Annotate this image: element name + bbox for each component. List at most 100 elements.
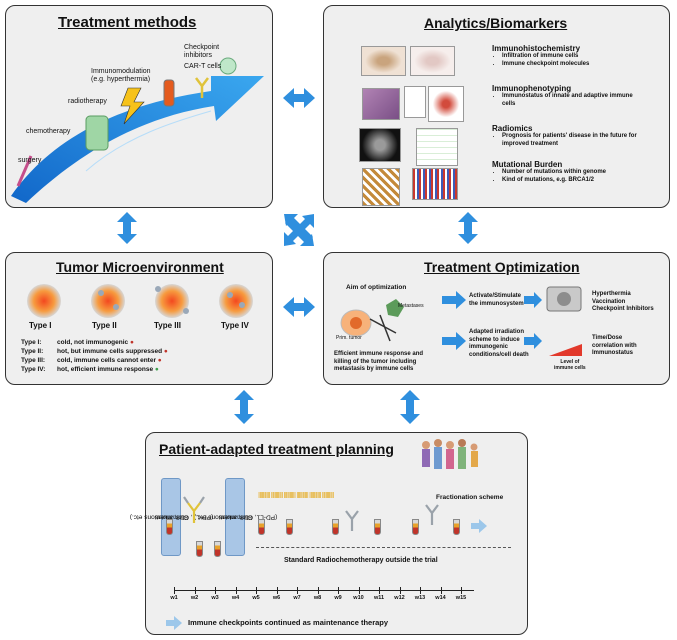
timeline-axis bbox=[174, 590, 474, 591]
patients-group-icon bbox=[422, 439, 478, 469]
timeline-tick bbox=[256, 587, 257, 594]
blood-tube-icon bbox=[258, 519, 265, 535]
timedose-text: Time/Dose correlation with Immunostatus bbox=[592, 335, 637, 358]
week-label: w8 bbox=[313, 595, 322, 601]
desc-3-text: cold, immune cells cannot enter bbox=[57, 357, 156, 364]
adapted-line-3: immunogenic bbox=[469, 344, 509, 350]
optimization-graphic bbox=[340, 286, 582, 356]
blood-tube-icon bbox=[453, 519, 460, 535]
week-label: w15 bbox=[455, 595, 467, 601]
timeline-tick bbox=[194, 587, 196, 594]
level-line-2: immune cells bbox=[554, 365, 586, 371]
tumor-descriptions: Type I:cold, not immunogenic ● Type II:h… bbox=[21, 338, 168, 374]
chemo-bag-icon bbox=[85, 115, 109, 151]
blood-tube-icon bbox=[214, 541, 221, 557]
ihc-bullet-1: Infiltration of immune cells bbox=[502, 53, 667, 61]
mutational-bullet-1: Number of mutations within genome bbox=[502, 169, 667, 177]
activate-line-2: the immunosystem bbox=[469, 300, 524, 307]
week-label: w2 bbox=[190, 595, 199, 601]
dna-image bbox=[362, 168, 400, 206]
radiotherapy-label: radiotherapy bbox=[68, 98, 107, 105]
planning-title: Patient-adapted treatment planning bbox=[159, 441, 394, 457]
desc-3-label: Type III: bbox=[21, 357, 46, 364]
activate-line-1: Activate/Stimulate bbox=[469, 293, 522, 299]
activate-text: Activate/Stimulate the immunosystem bbox=[469, 293, 524, 308]
timeline-tick bbox=[276, 587, 278, 594]
mutational-heading: Mutational Burden bbox=[492, 160, 563, 169]
analytics-title: Analytics/Biomarkers bbox=[424, 15, 568, 31]
desc-2-text: hot, but immune cells suppressed bbox=[57, 348, 163, 355]
radiomics-ct-image bbox=[359, 128, 401, 162]
blood-tube-icon bbox=[374, 519, 381, 535]
blood-tube-icon bbox=[196, 541, 203, 557]
timeline-tick bbox=[215, 587, 216, 594]
week-label: w12 bbox=[394, 595, 405, 601]
week-label: w10 bbox=[353, 595, 364, 601]
hyper-line-1: Hyperthermia bbox=[592, 291, 631, 297]
hyper-line-2: Vaccination bbox=[592, 298, 626, 305]
week-label: w3 bbox=[211, 595, 219, 601]
hyperthermia-tube-icon bbox=[163, 79, 175, 107]
blood-tube-icon bbox=[332, 519, 339, 535]
fractionation-row-1: ǁǁǁǁǁ ǁǁǁǁǁ ǁǁǁǁǁ ǁǁǁǁǁ ǁǁǁǁǁ ǁǁǁǁǁ bbox=[258, 491, 334, 500]
tumor-type-1-icon bbox=[27, 284, 61, 318]
analytics-text-block: Immunohistochemistry Infiltration of imm… bbox=[492, 44, 667, 184]
efficient-line-2: killing of the tumor including bbox=[334, 358, 417, 365]
adapted-line-1: Adapted irradiation bbox=[469, 329, 525, 335]
double-arrow-right-lower bbox=[400, 390, 420, 424]
week-label: w5 bbox=[252, 595, 260, 601]
week-label: w1 bbox=[170, 595, 178, 601]
blood-tube-icon bbox=[412, 519, 419, 535]
type-4-label: Type IV bbox=[221, 321, 249, 330]
fractionation-label: Fractionation scheme bbox=[436, 494, 504, 501]
week-label: w13 bbox=[414, 595, 426, 601]
type-1-label: Type I bbox=[29, 321, 52, 330]
dashed-line bbox=[256, 547, 511, 548]
timeline-tick bbox=[338, 587, 339, 594]
timeline-tick bbox=[297, 587, 298, 594]
adapted-text: Adapted irradiation scheme to induce imm… bbox=[469, 329, 529, 359]
sad-icon: ● bbox=[157, 357, 162, 364]
tumor-type-3-icon bbox=[155, 284, 189, 318]
week-label: w4 bbox=[231, 595, 240, 601]
week-label: w9 bbox=[334, 595, 342, 601]
timeline-tick bbox=[317, 587, 319, 594]
radiomics-plot-image bbox=[416, 128, 458, 166]
maintenance-label: Immune checkpoints continued as maintena… bbox=[188, 618, 389, 627]
desc-4-label: Type IV: bbox=[21, 366, 46, 373]
level-line-1: Level of bbox=[560, 359, 580, 365]
phenotyping-image-2 bbox=[404, 86, 426, 118]
chemotherapy-label: chemotherapy bbox=[26, 128, 71, 135]
timeline-tick bbox=[440, 587, 442, 594]
week-label: w6 bbox=[272, 595, 281, 601]
timeline-tick bbox=[420, 587, 421, 594]
double-arrow-left-lower bbox=[234, 390, 254, 424]
blood-tube-icon bbox=[286, 519, 293, 535]
timeline-tick bbox=[174, 587, 175, 594]
maintenance-legend-arrow bbox=[166, 616, 182, 630]
desc-2-label: Type II: bbox=[21, 348, 44, 355]
ihc-heading: Immunohistochemistry bbox=[492, 44, 581, 53]
timedose-line-2: correlation with bbox=[592, 342, 637, 349]
double-arrow-top bbox=[283, 88, 315, 108]
standard-label: Standard Radiochemotherapy outside the t… bbox=[284, 557, 438, 564]
efficient-line-3: metastasis by immune cells bbox=[334, 366, 414, 372]
efficient-text: Efficient immune response and killing of… bbox=[334, 351, 444, 374]
desc-4-text: hot, efficient immune response bbox=[57, 366, 154, 373]
ihc-image-1 bbox=[361, 46, 406, 76]
desc-1-text: cold, not immunogenic bbox=[57, 339, 129, 346]
treatment-methods-panel: Treatment methods surgery chemotherapy r… bbox=[5, 5, 273, 208]
adapted-arrow-icon bbox=[442, 332, 466, 350]
phenotyping-image-3 bbox=[428, 86, 464, 122]
timedose-arrow-icon bbox=[524, 333, 542, 349]
radiomics-bullet-1: Prognosis for patients' disease in the f… bbox=[502, 133, 667, 141]
level-text: Level of immune cells bbox=[554, 359, 586, 371]
hyper-text: Hyperthermia Vaccination Checkpoint Inhi… bbox=[592, 291, 654, 314]
sad-icon: ● bbox=[129, 339, 134, 346]
maintenance-arrow-small bbox=[471, 519, 487, 533]
hyperthermia-label: (e.g. hyperthermia) bbox=[91, 76, 151, 83]
biomarker-box-1: Biomarkers(PD-L1, CD8, mutations etc.) bbox=[129, 478, 213, 556]
mutation-heatmap-image bbox=[412, 168, 458, 200]
hyper-arrow-icon bbox=[524, 292, 542, 308]
antibody-icons bbox=[183, 496, 439, 531]
